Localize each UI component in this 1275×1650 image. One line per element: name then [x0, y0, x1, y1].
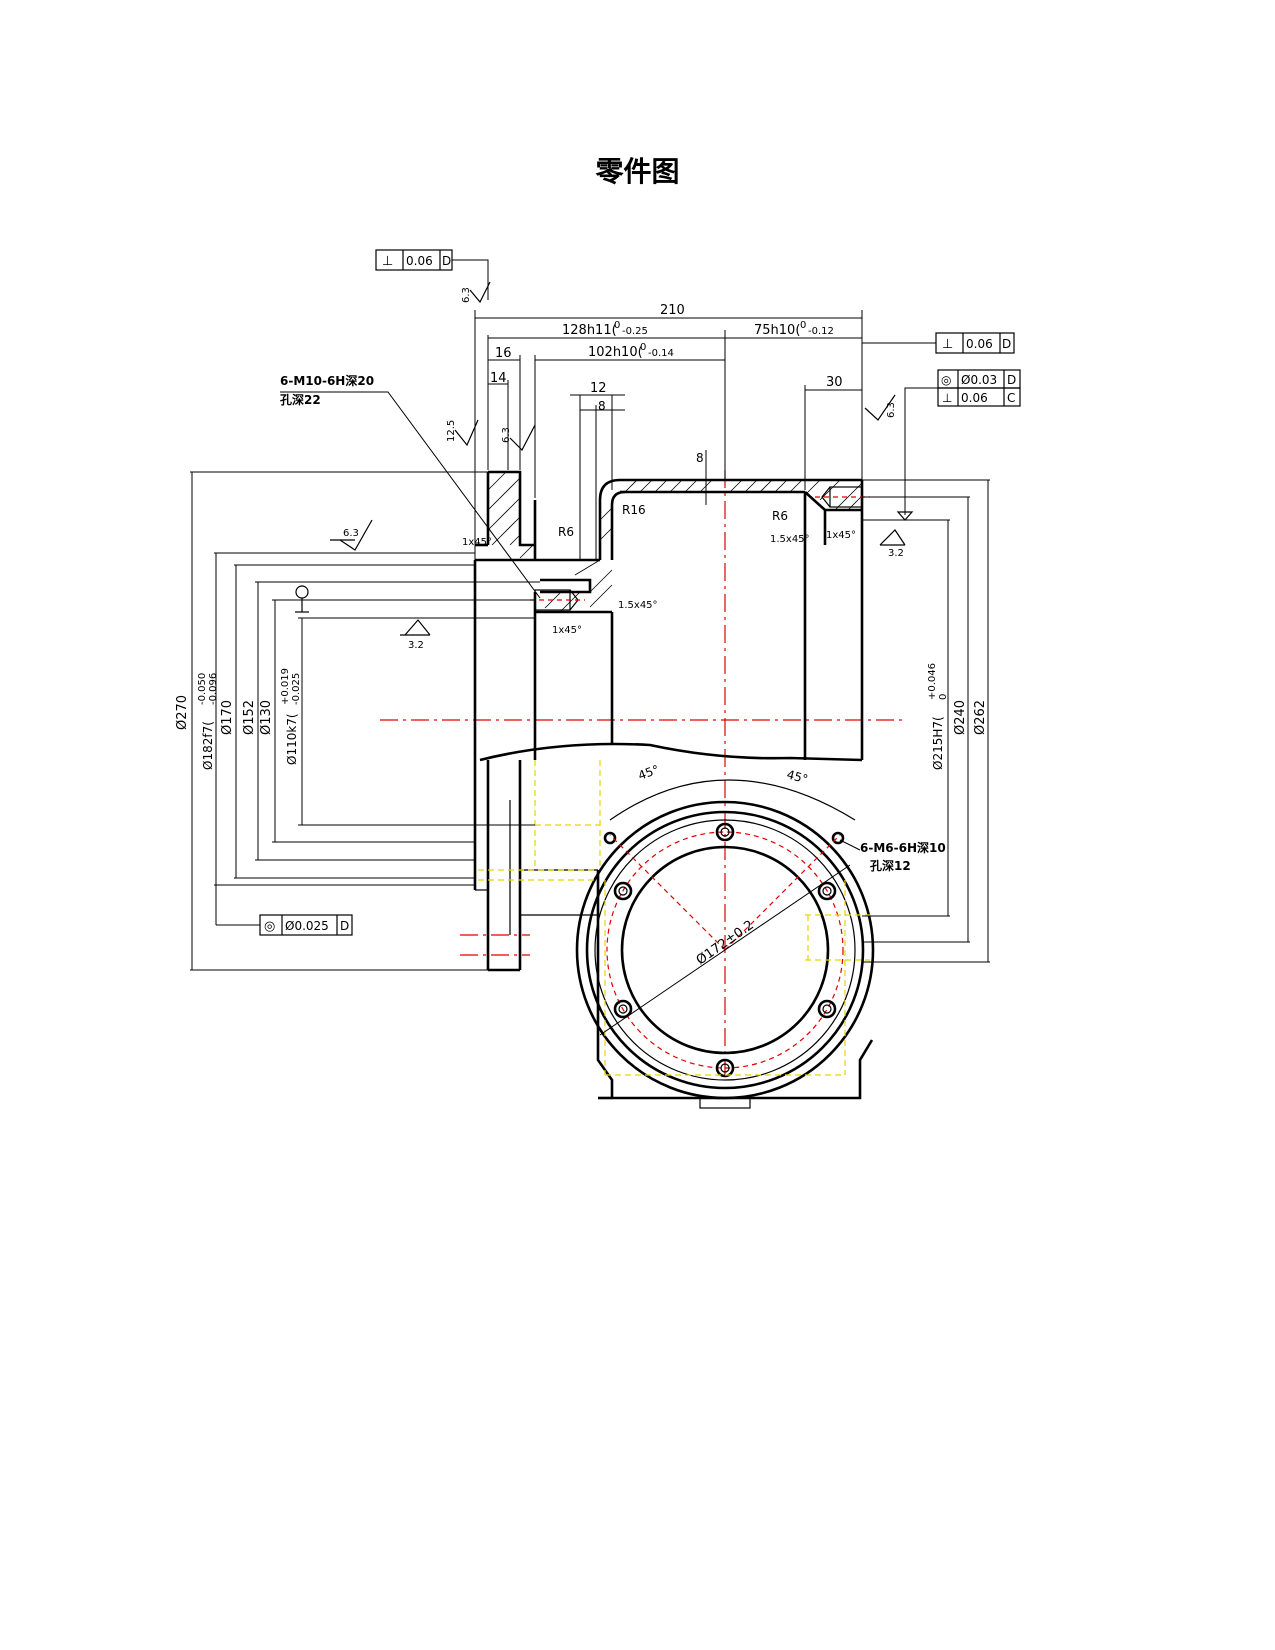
svg-text:Ø0.025: Ø0.025 [285, 919, 329, 933]
svg-text:8: 8 [598, 399, 606, 413]
svg-text:1x45°: 1x45° [462, 537, 492, 548]
svg-text:30: 30 [826, 375, 843, 390]
bolt-hole-2 [817, 881, 837, 901]
svg-text:Ø262: Ø262 [973, 700, 988, 735]
svg-text:6-M10-6H深20: 6-M10-6H深20 [280, 373, 374, 388]
threaded-hole-right [815, 486, 870, 508]
roughness-r2: 6.3 [501, 424, 536, 452]
svg-text:孔深12: 孔深12 [870, 858, 911, 873]
svg-text:+0.046: +0.046 [927, 663, 938, 700]
svg-text:12: 12 [590, 381, 607, 396]
svg-text:6.3: 6.3 [501, 427, 512, 443]
bolt-hole-1 [715, 822, 735, 842]
svg-text:-0.14: -0.14 [648, 348, 674, 359]
roughness-r4: 6.3 [330, 519, 373, 551]
svg-text:1.5x45°: 1.5x45° [770, 534, 810, 545]
svg-text:⊥: ⊥ [942, 337, 953, 352]
svg-text:75h10(: 75h10( [754, 323, 800, 338]
svg-text:6.3: 6.3 [886, 402, 897, 418]
svg-text:3.2: 3.2 [408, 640, 424, 651]
svg-text:1x45°: 1x45° [552, 625, 582, 636]
svg-text:8: 8 [696, 451, 704, 465]
svg-text:0.06: 0.06 [406, 254, 433, 268]
svg-text:Ø130: Ø130 [259, 700, 274, 735]
svg-text:Ø170: Ø170 [220, 700, 235, 735]
svg-text:0.06: 0.06 [961, 391, 988, 405]
svg-text:6.3: 6.3 [343, 528, 359, 539]
svg-text:Ø270: Ø270 [175, 695, 190, 730]
svg-text:Ø0.03: Ø0.03 [961, 373, 997, 387]
svg-text:-0.025: -0.025 [291, 673, 302, 705]
svg-text:-0.050: -0.050 [197, 673, 208, 705]
svg-text:0.06: 0.06 [966, 337, 993, 351]
svg-text:D: D [1002, 337, 1011, 351]
svg-text:R6: R6 [772, 509, 788, 523]
svg-text:Ø110k7(: Ø110k7( [285, 713, 299, 765]
svg-text:+0.019: +0.019 [280, 668, 291, 705]
svg-text:Ø240: Ø240 [953, 700, 968, 735]
svg-text:6.3: 6.3 [461, 287, 472, 303]
svg-text:◎: ◎ [941, 373, 951, 387]
tolerance-frame-top-left: ⊥ 0.06 D [375, 249, 489, 300]
roughness-r7: 3.2 [400, 619, 431, 651]
datum-marker-d [295, 585, 309, 613]
bolt-hole-6 [613, 881, 633, 901]
bolt-hole-3 [817, 999, 837, 1019]
end-view [478, 760, 875, 1109]
bolt-hole-5 [613, 999, 633, 1019]
svg-text:-0.12: -0.12 [808, 326, 834, 337]
left-dimensions [190, 471, 540, 971]
svg-text:3.2: 3.2 [888, 548, 904, 559]
roughness-r6: 3.2 [879, 529, 906, 559]
roughness-r1: 6.3 [461, 281, 491, 304]
svg-text:1.5x45°: 1.5x45° [618, 600, 658, 611]
tolerance-frame-right-concentric: ◎ Ø0.03 D ⊥ 0.06 C [896, 369, 1021, 521]
svg-text:C: C [1007, 391, 1015, 405]
tolerance-frame-right-top: ⊥ 0.06 D [862, 332, 1015, 354]
svg-text:0: 0 [938, 694, 949, 700]
svg-text:210: 210 [660, 303, 685, 318]
hole-note-left: 6-M10-6H深20 孔深22 [280, 373, 541, 599]
svg-text:Ø152: Ø152 [242, 700, 257, 735]
svg-text:0: 0 [640, 342, 646, 353]
svg-text:R6: R6 [558, 525, 574, 539]
svg-text:Ø215H7(: Ø215H7( [931, 716, 945, 770]
svg-text:Ø182f7(: Ø182f7( [201, 721, 215, 770]
svg-text:0: 0 [800, 320, 806, 331]
top-dimensions [474, 310, 863, 560]
svg-text:128h11(: 128h11( [562, 323, 617, 338]
svg-text:D: D [340, 919, 349, 933]
svg-text:孔深22: 孔深22 [280, 392, 321, 407]
body-outline [473, 470, 864, 972]
right-dimensions [862, 479, 990, 963]
svg-text:R16: R16 [622, 503, 646, 517]
page-title: 零件图 [595, 155, 680, 188]
svg-text:16: 16 [495, 346, 512, 361]
svg-text:45°: 45° [785, 767, 809, 786]
svg-text:14: 14 [490, 371, 507, 386]
svg-text:-0.096: -0.096 [208, 673, 219, 705]
svg-text:6-M6-6H深10: 6-M6-6H深10 [860, 840, 946, 855]
svg-text:102h10(: 102h10( [588, 345, 643, 360]
centerlines [380, 470, 905, 1080]
svg-text:45°: 45° [636, 762, 661, 782]
svg-text:0: 0 [614, 320, 620, 331]
svg-text:12.5: 12.5 [446, 420, 457, 442]
svg-text:⊥: ⊥ [382, 254, 393, 269]
svg-text:D: D [1007, 373, 1016, 387]
svg-text:-0.25: -0.25 [622, 326, 648, 337]
roughness-r3: 12.5 [446, 420, 479, 447]
svg-text:⊥: ⊥ [942, 391, 952, 405]
svg-text:D: D [442, 254, 451, 268]
tolerance-frame-bottom-left: ◎ Ø0.025 D [259, 914, 353, 936]
hole-note-right: 6-M6-6H深10 孔深12 [839, 839, 946, 873]
svg-text:1x45°: 1x45° [826, 530, 856, 541]
roughness-r5: 6.3 [864, 394, 897, 421]
svg-text:◎: ◎ [264, 919, 275, 934]
bolt-hole-4 [715, 1058, 735, 1078]
